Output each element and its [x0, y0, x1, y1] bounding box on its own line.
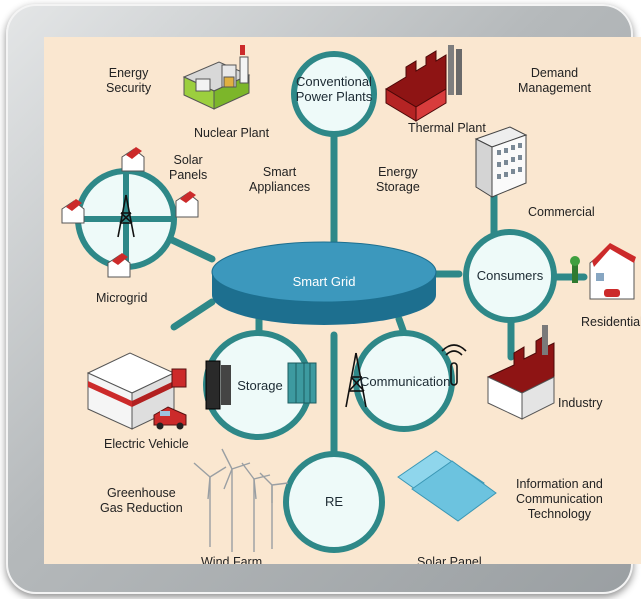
- smart-grid-hub: [211, 241, 437, 325]
- consumers-node: [463, 229, 557, 323]
- smart-appliances-label: Smart Appliances: [249, 165, 310, 195]
- ict-label: Information and Communication Technology: [516, 477, 603, 522]
- microgrid-houses: [61, 147, 199, 278]
- energy-security-label: Energy Security: [106, 66, 151, 96]
- solar-panels-line1: Solar: [173, 153, 203, 167]
- conventional-power-plants-node: [291, 51, 377, 137]
- industry-label: Industry: [558, 396, 603, 410]
- electric-vehicle-illustration: [86, 352, 187, 430]
- consumers-label: Consumers: [476, 268, 544, 283]
- solar-panel-illustration: [397, 450, 497, 522]
- ict-line1: Information and: [516, 477, 603, 491]
- demand-management-line1: Demand: [530, 66, 579, 80]
- smart-grid-label: Smart Grid: [292, 274, 356, 289]
- nuclear-plant-label: Nuclear Plant: [194, 126, 270, 140]
- energy-security-line2: Security: [106, 81, 152, 95]
- electric-vehicle-label: Electric Vehicle: [104, 437, 189, 451]
- storage-label: Storage: [237, 378, 283, 393]
- solar-panels-label: Solar Panels: [169, 153, 207, 183]
- solar-panel-label: Solar Panel: [417, 555, 482, 564]
- commercial-label: Commercial: [528, 205, 595, 219]
- greenhouse-gas-reduction-label: Greenhouse Gas Reduction: [100, 486, 183, 516]
- connector-microgrid: [168, 236, 216, 263]
- energy-storage-line2: Storage: [376, 180, 420, 194]
- energy-storage-line1: Energy: [378, 165, 418, 179]
- residential-house-illustration: [570, 243, 636, 300]
- solar-panels-line2: Panels: [169, 168, 208, 182]
- connector-electric-vehicle: [170, 298, 216, 331]
- smart-appliances-line1: Smart: [262, 165, 297, 179]
- conventional-label-line2: Power Plants: [295, 89, 373, 104]
- communication-node: [345, 330, 467, 432]
- conventional-power-plants-label: Conventional Power Plants: [294, 74, 374, 104]
- residential-label: Residential: [581, 315, 641, 329]
- ict-line3: Technology: [527, 507, 592, 521]
- nuclear-plant-illustration: [182, 45, 251, 110]
- thermal-plant-label: Thermal Plant: [408, 121, 486, 135]
- commercial-building-illustration: [474, 126, 528, 198]
- communication-label: Communication: [360, 374, 451, 389]
- re-label: RE: [324, 494, 344, 509]
- re-node: [283, 451, 385, 553]
- microgrid-label: Microgrid: [96, 291, 148, 305]
- wind-farm-label: Wind Farm: [201, 555, 263, 564]
- microgrid-node: [61, 147, 199, 278]
- diagram-canvas: [61, 45, 636, 553]
- ict-line2: Communication: [516, 492, 603, 506]
- connectors: [168, 128, 588, 461]
- wind-farm-illustration: [193, 448, 289, 552]
- greenhouse-line2: Gas Reduction: [100, 501, 183, 515]
- thermal-plant-illustration: [385, 45, 462, 122]
- greenhouse-line1: Greenhouse: [106, 486, 176, 500]
- demand-management-label: Demand Management: [518, 66, 591, 96]
- industry-factory-illustration: [486, 325, 555, 420]
- diagram-panel: Conventional Power Plants Smart Grid Con…: [44, 37, 641, 564]
- energy-security-line1: Energy: [108, 66, 149, 80]
- demand-management-line2: Management: [518, 81, 591, 95]
- electric-car: [153, 406, 187, 430]
- storage-node: [203, 330, 317, 440]
- smart-appliances-line2: Appliances: [249, 180, 311, 194]
- energy-storage-label: Energy Storage: [376, 165, 420, 195]
- conventional-label-line1: Conventional: [296, 74, 372, 89]
